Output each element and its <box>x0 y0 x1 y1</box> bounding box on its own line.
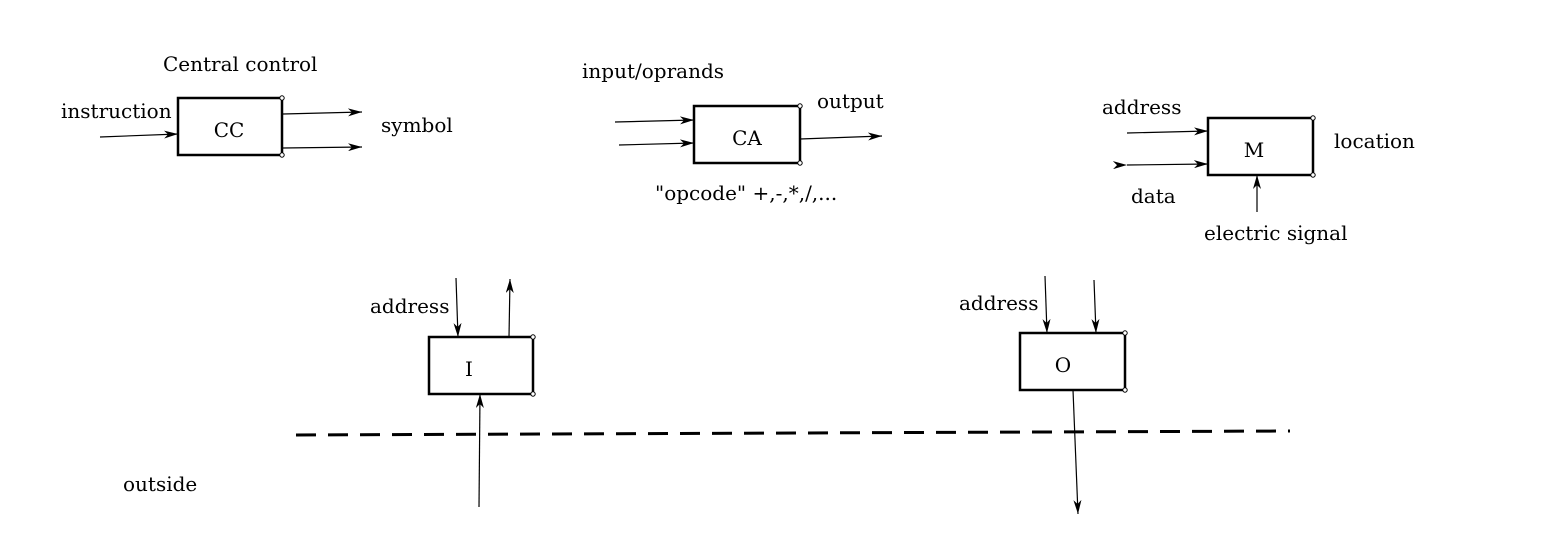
cc-title: Central control <box>163 52 317 76</box>
i-corner-top <box>530 334 536 340</box>
o-address-label: address <box>959 291 1038 315</box>
m-location-label: location <box>1334 129 1415 153</box>
m-data-arrow <box>1112 160 1209 170</box>
m-signal-label: electric signal <box>1204 221 1348 245</box>
o-box <box>1018 331 1127 392</box>
cc-corner-top <box>279 95 285 101</box>
ca-corner-top <box>797 103 803 109</box>
o-corner-top <box>1122 330 1128 336</box>
i-block: address I <box>370 277 536 508</box>
ca-corner-bottom <box>797 160 803 166</box>
ca-input-arrow-2 <box>618 139 695 148</box>
i-outside-arrow <box>475 393 484 508</box>
ca-block: input/oprands CA output "opcode" +,-,*,/… <box>582 59 884 205</box>
m-block: address data M location electric signal <box>1102 95 1415 245</box>
m-data-label: data <box>1131 184 1176 208</box>
cc-block: Central control instruction CC symbol <box>61 52 453 158</box>
ca-input-arrow-1 <box>614 116 695 125</box>
o-box-label: O <box>1055 353 1071 377</box>
m-address-label: address <box>1102 95 1181 119</box>
i-box <box>427 335 535 396</box>
m-box-label: M <box>1244 138 1264 162</box>
outside-label: outside <box>123 472 197 496</box>
cc-input-arrow <box>99 130 179 139</box>
m-address-arrow <box>1126 127 1209 136</box>
cc-output-label: symbol <box>381 113 453 137</box>
m-corner-bottom <box>1310 172 1316 178</box>
ca-opcode-label: "opcode" +,-,*,/,... <box>655 181 837 205</box>
cc-box <box>176 96 284 157</box>
cc-input-label: instruction <box>61 99 172 123</box>
ca-box-label: CA <box>732 126 762 150</box>
ca-input-label: input/oprands <box>582 59 724 83</box>
o-address-arrow <box>1042 275 1051 334</box>
i-address-label: address <box>370 294 449 318</box>
i-address-arrow <box>453 277 462 338</box>
cc-output-arrow-2 <box>282 143 363 152</box>
i-output-arrow <box>505 278 514 338</box>
outside-boundary-line <box>295 429 1291 437</box>
o-input-arrow <box>1091 279 1100 334</box>
ca-output-arrow <box>799 132 883 141</box>
ca-box <box>692 104 802 165</box>
cc-corner-bottom <box>279 152 285 158</box>
o-outside-arrow <box>1072 389 1082 515</box>
m-corner-top <box>1310 115 1316 121</box>
cc-box-label: CC <box>214 118 245 142</box>
cc-output-arrow-1 <box>282 108 363 117</box>
o-block: address O <box>959 275 1128 515</box>
i-corner-bottom <box>530 391 536 397</box>
o-corner-bottom <box>1122 387 1128 393</box>
ca-output-label: output <box>817 89 884 113</box>
i-box-label: I <box>465 357 473 381</box>
